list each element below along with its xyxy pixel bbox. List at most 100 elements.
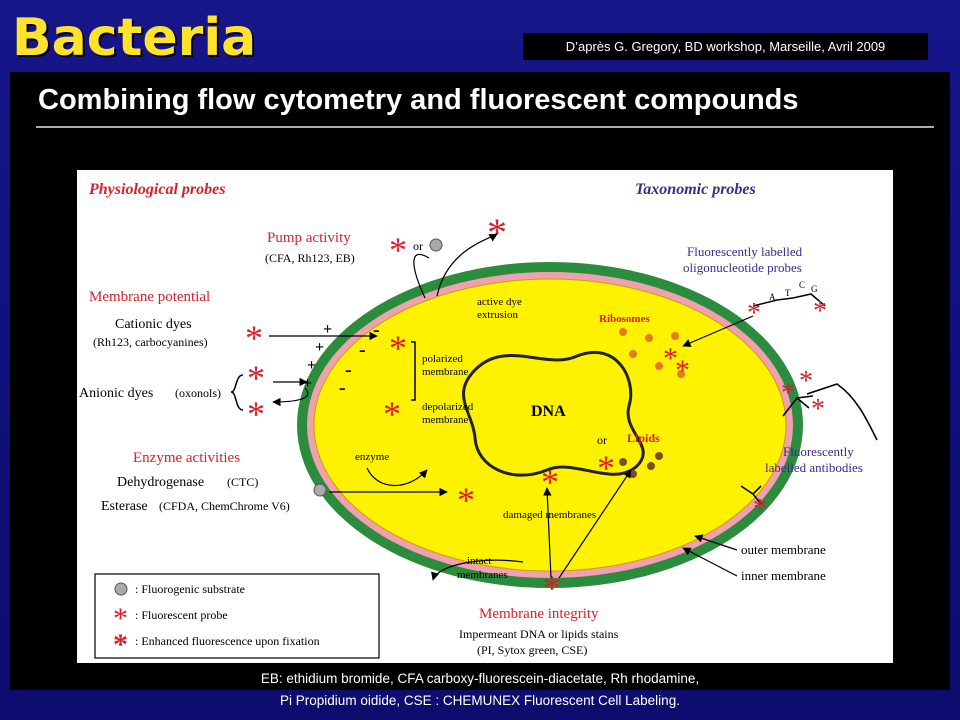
legend-substrate-dot (114, 582, 128, 596)
plus-4: + (303, 375, 312, 392)
esterase-agent: (CFDA, ChemChrome V6) (159, 499, 290, 513)
oligo-star-right: * (813, 296, 827, 327)
heading-divider (36, 126, 934, 128)
integrity-arrow-lipids (558, 469, 632, 579)
seq-g: G (811, 284, 818, 294)
minus-2: - (359, 339, 366, 361)
integrity-arrow-dna (543, 487, 552, 579)
cationic-star: * (245, 318, 263, 358)
pump-substrate-dot (429, 238, 443, 252)
plus-3: + (307, 357, 316, 374)
cell-inner-membrane (313, 278, 787, 572)
depolarized-label: depolarized (422, 401, 474, 413)
ribosome-dot-2 (645, 334, 653, 342)
panel-heading: Combining flow cytometry and fluorescent… (38, 84, 799, 116)
antibody-star-1: * (781, 378, 795, 409)
polarized-label: polarized (422, 353, 463, 365)
legend-enhanced-star: * (113, 628, 128, 661)
anionic-agents: (oxonols) (175, 386, 221, 400)
inner-membrane-label: inner membrane (741, 568, 826, 583)
slide-bottom-band (0, 690, 960, 720)
pump-or: or (413, 239, 423, 253)
antibodies-label-2: labelled antibodies (765, 460, 863, 475)
credit-box: D’après G. Gregory, BD workshop, Marseil… (523, 33, 928, 60)
active-dye-label: active dye (477, 296, 522, 308)
enzyme-arrow (366, 467, 428, 487)
pump-probe-star: * (389, 230, 407, 270)
dehydrogenase-agent: (CTC) (227, 475, 258, 489)
extrusion-label: extrusion (477, 309, 518, 321)
enzyme-product-star: * (457, 480, 475, 520)
dna-loop (462, 350, 645, 477)
minus-1: - (373, 319, 380, 341)
ribosome-star-2: * (675, 354, 690, 387)
seq-t: T (785, 288, 791, 298)
oligo-label-2: oligonucleotide probes (683, 260, 802, 275)
lipid-dot-2 (647, 462, 655, 470)
esterase-label: Esterase (101, 499, 148, 514)
anionic-arrow-out (272, 387, 309, 407)
seq-c: C (799, 280, 805, 290)
ribosomes-label: Ribosomes (599, 313, 650, 325)
cationic-dyes-label: Cationic dyes (115, 317, 192, 332)
inner-membrane-pointer (682, 547, 738, 577)
outer-membrane-label: outer membrane (741, 542, 826, 557)
anionic-dyes-label: Anionic dyes (79, 386, 153, 401)
membrane-bracket (411, 341, 416, 401)
ribosome-dot-3 (629, 350, 637, 358)
plus-2: + (315, 339, 324, 356)
depolarized-star: * (383, 394, 401, 434)
depolarized-membrane-label: membrane (422, 414, 469, 426)
pump-arrow (413, 234, 497, 299)
enzyme-label: enzyme (355, 451, 389, 463)
intact-arrow (431, 559, 524, 581)
pump-activity-label: Pump activity (267, 230, 351, 246)
polarized-star: * (389, 328, 407, 368)
impermeant-line-2: (PI, Sytox green, CSE) (477, 643, 587, 657)
integrity-star: * (543, 568, 561, 608)
lipids-label: Lipids (627, 431, 660, 445)
caption-line-2: Pi Propidium oidide, CSE : CHEMUNEX Fluo… (280, 693, 680, 708)
ribosome-dot-4 (655, 362, 663, 370)
cationic-agents: (Rh123, carbocyanines) (93, 335, 208, 349)
taxonomic-title: Taxonomic probes (635, 181, 756, 198)
ribosome-dot-5 (677, 370, 685, 378)
lipid-dot-1 (619, 458, 627, 466)
antibodies-label-1: Fluorescently (783, 444, 854, 459)
pump-extruded-star: * (487, 210, 507, 255)
oligo-strand (752, 293, 826, 307)
ribosome-star-1: * (663, 342, 678, 375)
slide-title: Bacteria (12, 8, 257, 68)
legend-probe: : Fluorescent probe (135, 608, 228, 622)
anionic-brace (230, 374, 244, 411)
antibody-star-4: * (753, 494, 767, 525)
diagram-svg: Physiological probes Taxonomic probes Pu… (79, 181, 878, 661)
legend-probe-star: * (113, 602, 128, 635)
enzyme-activities-label: Enzyme activities (133, 450, 240, 466)
lipid-dot-4 (655, 452, 663, 460)
membrane-potential-label: Membrane potential (89, 289, 210, 305)
dehydrogenase-label: Dehydrogenase (117, 475, 204, 490)
anionic-star-top: * (247, 358, 265, 398)
ribosome-dot-6 (671, 332, 679, 340)
polarized-membrane-label: membrane (422, 366, 469, 378)
physiological-title: Physiological probes (88, 181, 225, 198)
lipid-star: * (597, 448, 615, 488)
plus-1: + (323, 321, 332, 338)
anionic-star-bottom: * (247, 394, 265, 434)
damaged-membranes-label: damaged membranes (503, 509, 596, 521)
seq-a: A (769, 292, 776, 302)
minus-4: - (339, 377, 346, 399)
legend-enhanced: : Enhanced fluorescence upon fixation (135, 634, 320, 648)
dna-label: DNA (531, 403, 566, 420)
bacteria-probe-diagram: Physiological probes Taxonomic probes Pu… (77, 170, 893, 663)
caption-line-1: EB: ethidium bromide, CFA carboxy-fluore… (260, 671, 700, 686)
esterase-substrate-dot (313, 483, 327, 497)
pump-agents: (CFA, Rh123, EB) (265, 251, 355, 265)
oligo-arrow (682, 315, 754, 347)
antibody-top (782, 383, 878, 441)
minus-3: - (345, 359, 352, 381)
outer-membrane-pointer (694, 534, 738, 551)
dna-or: or (597, 433, 607, 447)
impermeant-line-1: Impermeant DNA or lipids stains (459, 627, 619, 641)
